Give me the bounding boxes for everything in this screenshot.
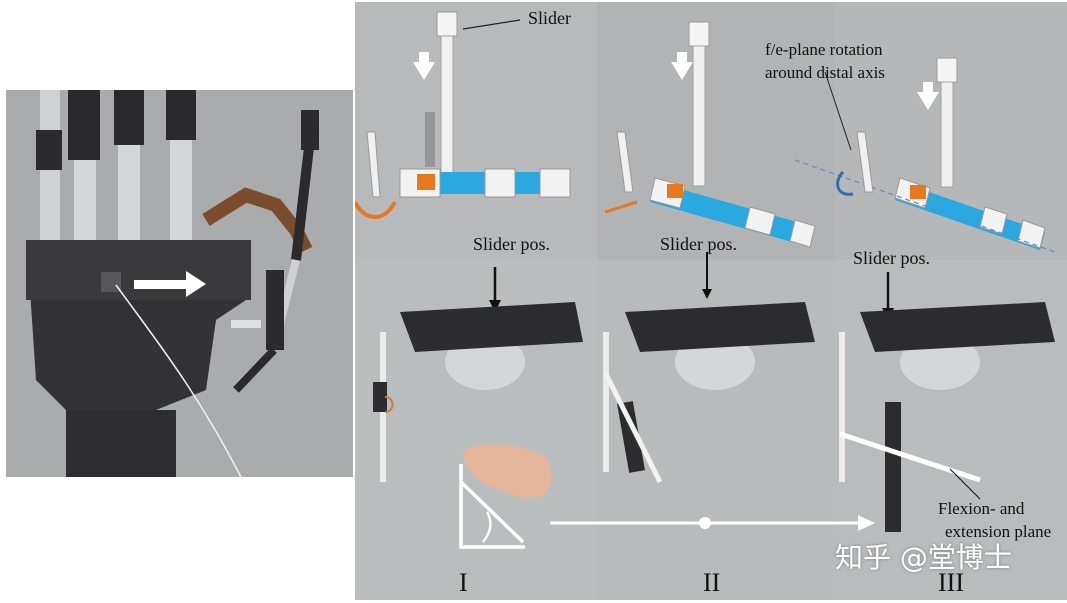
hand-prosthesis-photo xyxy=(6,90,353,477)
down-arrow-icon xyxy=(413,52,435,80)
rotation-arrow-icon xyxy=(836,170,854,196)
slider-mechanism-3 xyxy=(794,57,1056,253)
flexion-plane-line xyxy=(839,431,981,483)
finger-rods xyxy=(36,90,196,245)
distal-axis-line xyxy=(794,159,1056,253)
rotation-label-line2: around distal axis xyxy=(765,63,885,82)
slider-pos-label-1: Slider pos. xyxy=(473,234,551,254)
slider-label: Slider xyxy=(528,8,571,28)
flexion-label-line1: Flexion- and xyxy=(938,499,1025,518)
transition-arrow xyxy=(550,515,875,531)
panel-label-1: I xyxy=(459,568,468,597)
mechanism-illustration xyxy=(355,2,1067,600)
watermark: 知乎 @堂博士 xyxy=(835,541,1012,574)
flexion-label-line2: extension plane xyxy=(945,522,1052,541)
slider-mechanism-2 xyxy=(604,21,816,248)
slider-mechanism-1 xyxy=(355,11,571,219)
panel-label-3: III xyxy=(938,568,964,597)
down-arrow-icon xyxy=(917,82,939,110)
thumb-linkage xyxy=(202,110,319,393)
hand-prosthesis-illustration xyxy=(6,90,353,477)
palm-body xyxy=(26,240,251,477)
down-arrow-icon xyxy=(671,52,693,80)
slider-pos-label-3: Slider pos. xyxy=(853,248,931,268)
slider-pos-label-2: Slider pos. xyxy=(660,234,738,254)
rotation-label-line1: f/e-plane rotation xyxy=(765,40,883,59)
mechanism-figure: Slider f/e-plane rotation around distal … xyxy=(355,2,1067,600)
hand-configuration-1 xyxy=(373,302,583,482)
slider-direction-arrow xyxy=(134,271,206,297)
control-cable xyxy=(115,284,242,477)
panel-label-2: II xyxy=(703,568,721,597)
hand-configuration-2 xyxy=(602,302,815,484)
finger-icon xyxy=(459,444,552,549)
hand-configuration-3 xyxy=(839,302,1055,532)
